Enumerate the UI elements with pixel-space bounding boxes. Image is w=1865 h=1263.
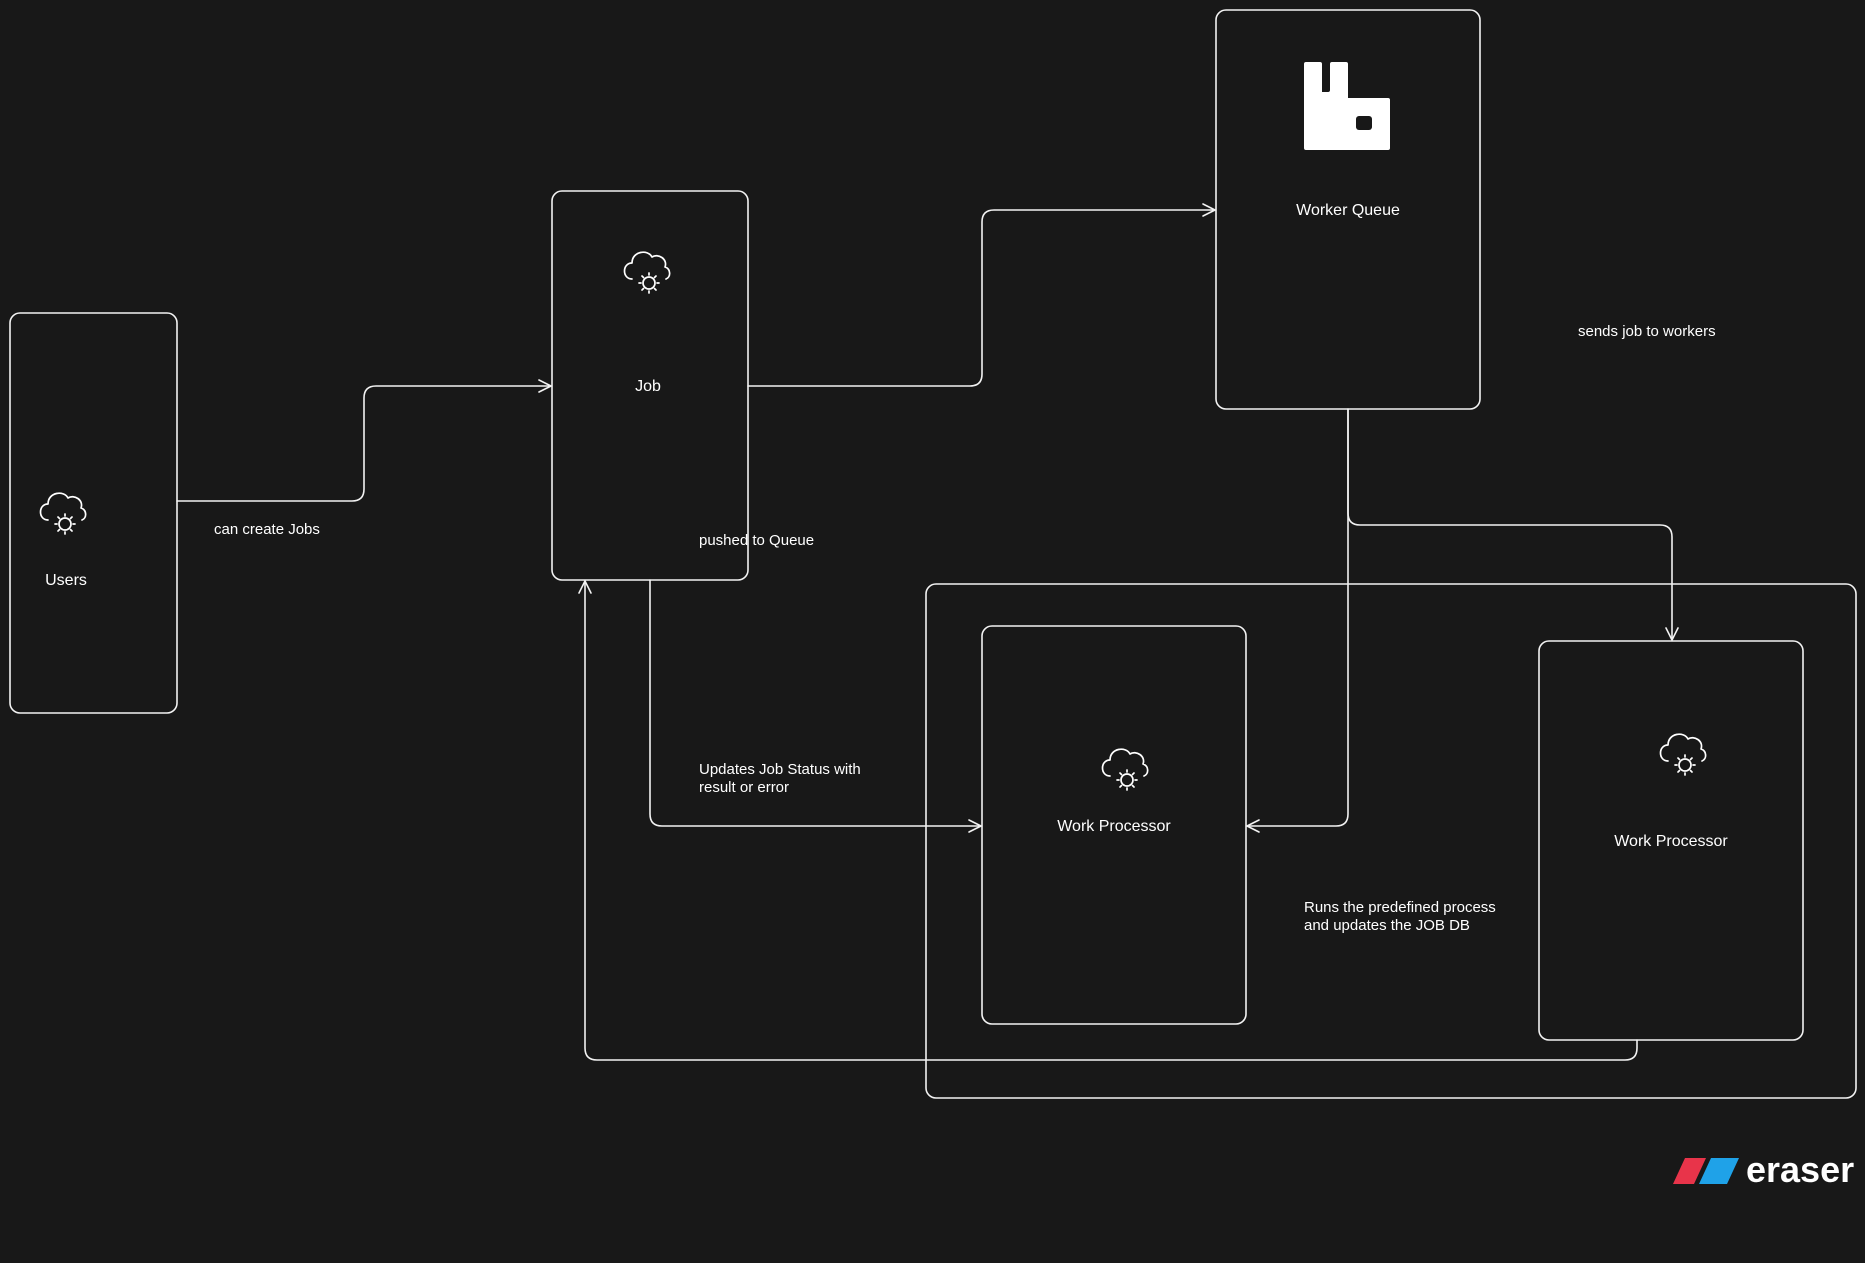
edge-queue-to-processor-1[interactable] [1246, 408, 1349, 833]
cloud-gear-icon [623, 251, 671, 294]
edge-label-sends-job-to-workers: sends job to workers [1578, 323, 1716, 340]
node-work-processor-1[interactable]: Work Processor [981, 625, 1247, 1025]
edge-label-can-create-jobs: can create Jobs [214, 521, 320, 538]
eraser-logo-text: eraser [1746, 1149, 1854, 1190]
edge-users-to-job[interactable] [176, 379, 552, 502]
cloud-gear-icon [39, 492, 87, 535]
edge-label-updates-job-status-line1: Updates Job Status with [699, 761, 861, 778]
node-job-label: Job [635, 378, 661, 395]
rabbitmq-icon [1304, 62, 1390, 150]
eraser-logo-mark-right [1699, 1158, 1739, 1184]
cloud-gear-icon [1659, 733, 1707, 776]
eraser-logo-mark-left [1673, 1158, 1706, 1184]
node-work-processor-2[interactable]: Work Processor [1538, 640, 1804, 1041]
edge-label-updates-job-status-line2: result or error [699, 779, 789, 796]
node-work-processor-2-label: Work Processor [1614, 833, 1728, 850]
cloud-gear-icon [1101, 748, 1149, 791]
note-runs-predefined-process: Runs the predefined process and updates … [1304, 899, 1500, 934]
eraser-logo: eraser [1673, 1149, 1854, 1190]
node-worker-queue-label: Worker Queue [1296, 202, 1400, 219]
edge-job-to-processor-1[interactable] [649, 579, 982, 833]
work-processor-group[interactable] [925, 583, 1857, 1099]
edge-label-pushed-to-queue: pushed to Queue [699, 532, 814, 549]
edge-label-updates-job-status: Updates Job Status with result or error [699, 761, 865, 796]
node-users[interactable]: Users [9, 312, 178, 714]
edge-queue-to-processor-2[interactable] [1347, 408, 1679, 641]
note-runs-predefined-process-line1: Runs the predefined process [1304, 899, 1496, 916]
edge-job-to-queue[interactable] [747, 203, 1216, 387]
node-work-processor-1-label: Work Processor [1057, 818, 1171, 835]
node-worker-queue[interactable]: Worker Queue [1215, 9, 1481, 410]
node-users-label: Users [45, 572, 87, 589]
edge-processor-2-to-job[interactable] [578, 580, 1638, 1061]
note-runs-predefined-process-line2: and updates the JOB DB [1304, 917, 1470, 934]
node-job[interactable]: Job [551, 190, 749, 581]
